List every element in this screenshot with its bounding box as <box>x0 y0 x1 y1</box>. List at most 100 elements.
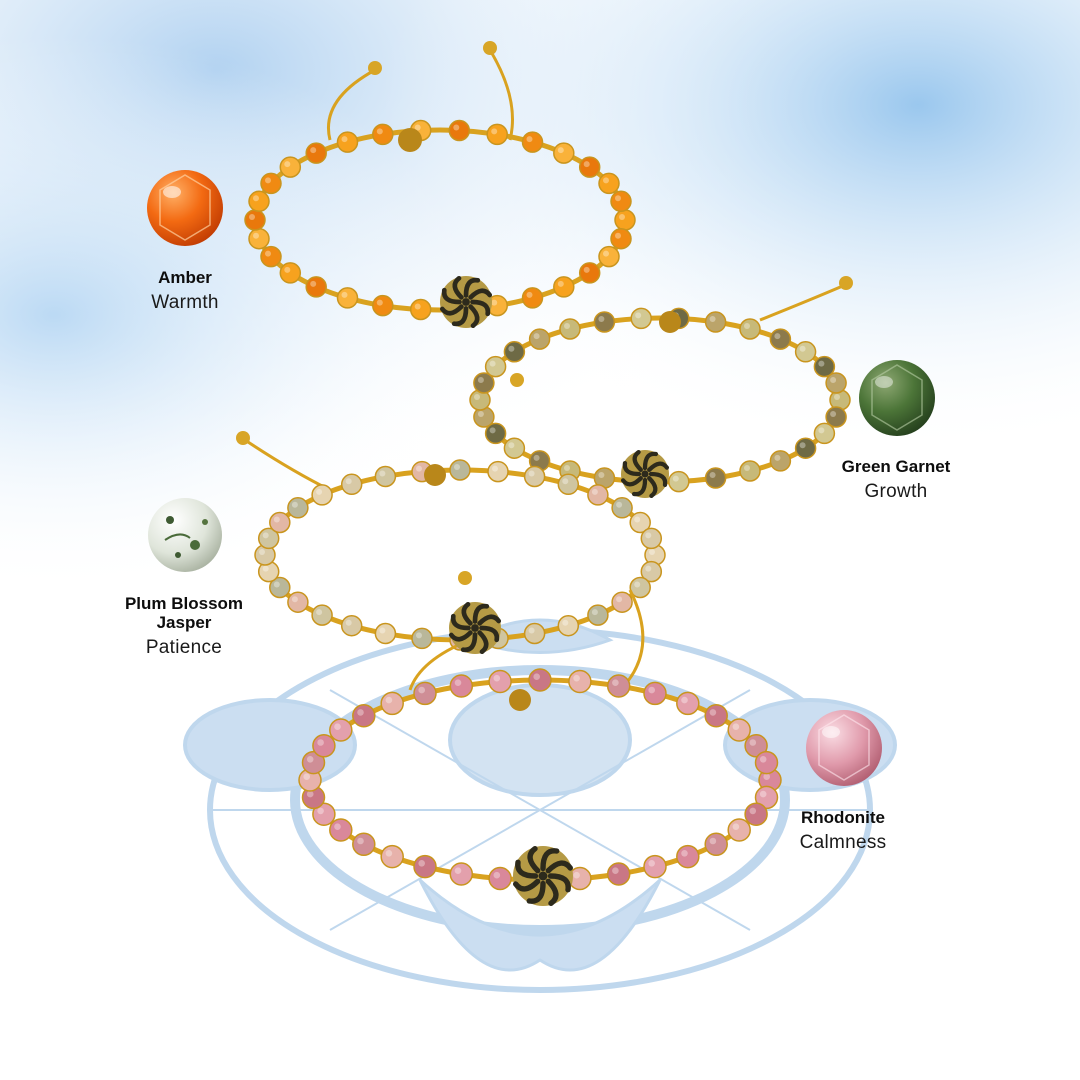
bead-highlight <box>303 773 311 780</box>
bead <box>521 131 544 153</box>
bead-highlight <box>648 860 655 867</box>
bead <box>523 622 546 645</box>
bead <box>340 473 363 496</box>
bead <box>279 156 302 178</box>
bead <box>312 802 336 826</box>
rhodonite-bracelet <box>298 589 782 892</box>
bead-highlight <box>744 465 750 471</box>
bead-highlight <box>648 686 655 694</box>
bead <box>557 614 580 637</box>
bead <box>305 142 327 164</box>
bead-highlight <box>583 161 590 168</box>
bead <box>643 854 667 879</box>
amber-meaning: Warmth <box>151 292 219 313</box>
bead-highlight <box>345 478 352 485</box>
bead-highlight <box>612 867 619 874</box>
rhodonite-label: Rhodonite Calmness <box>763 808 923 855</box>
bead-highlight <box>273 581 280 588</box>
green-garnet-name: Green Garnet <box>841 457 951 476</box>
bead-highlight <box>454 867 462 874</box>
rhodonite-name: Rhodonite <box>800 808 886 827</box>
bead <box>503 437 526 459</box>
bead <box>372 123 394 146</box>
bead-highlight <box>645 565 652 572</box>
sun-charm-icon <box>448 601 502 655</box>
bead-highlight <box>265 250 271 257</box>
bead-highlight <box>799 442 806 449</box>
bead <box>260 245 282 268</box>
bead <box>769 450 792 472</box>
bead <box>448 119 471 142</box>
bead <box>614 209 636 231</box>
bead <box>521 287 544 309</box>
bead-highlight <box>818 360 825 367</box>
bead <box>727 818 751 842</box>
bead <box>484 355 507 378</box>
bead <box>248 227 270 250</box>
bead-highlight <box>414 124 421 131</box>
bead-highlight <box>744 323 750 329</box>
bead <box>374 465 397 488</box>
bead-highlight <box>249 214 255 220</box>
bead-highlight <box>310 147 317 154</box>
bead <box>630 307 652 330</box>
bead-highlight <box>615 232 621 239</box>
bead-highlight <box>830 411 837 417</box>
bead-highlight <box>598 472 605 478</box>
bead-highlight <box>379 627 386 634</box>
bead-highlight <box>493 674 501 682</box>
bead-highlight <box>357 709 364 716</box>
bead-highlight <box>491 128 498 135</box>
green-garnet-label: Green Garnet Growth <box>816 457 976 504</box>
bead <box>557 473 580 496</box>
bead-highlight <box>603 250 609 257</box>
amber-bead-icon <box>147 170 223 246</box>
bead-highlight <box>262 565 269 572</box>
bead-highlight <box>418 860 426 867</box>
bead <box>611 497 633 519</box>
bead-highlight <box>379 470 386 477</box>
bead <box>794 437 817 459</box>
bead <box>739 318 761 340</box>
bead-highlight <box>317 807 324 815</box>
bead-highlight <box>603 177 609 184</box>
plum-blossom-jasper-meaning: Patience <box>145 637 223 658</box>
bead <box>311 604 333 626</box>
bead <box>413 681 437 706</box>
bead-highlight <box>284 266 291 273</box>
bead-highlight <box>557 280 564 287</box>
bead <box>606 674 631 698</box>
bead <box>629 511 651 534</box>
bead <box>484 422 507 445</box>
bead <box>269 576 291 599</box>
bead-highlight <box>306 790 314 798</box>
bead-highlight <box>533 333 540 340</box>
bead-highlight <box>830 377 837 383</box>
bead-highlight <box>672 475 679 482</box>
bead-highlight <box>709 709 717 716</box>
bead-highlight <box>253 195 259 202</box>
bead-highlight <box>385 696 393 704</box>
bead <box>593 311 616 333</box>
bead <box>411 627 433 650</box>
bead-highlight <box>564 465 570 471</box>
bead <box>449 862 474 886</box>
bead-highlight <box>418 686 426 694</box>
bead-highlight <box>583 266 590 273</box>
bead-highlight <box>508 442 515 449</box>
bead <box>311 484 333 506</box>
bead-highlight <box>732 823 740 830</box>
bead-highlight <box>489 360 496 367</box>
bead-highlight <box>414 303 421 310</box>
bead-highlight <box>489 427 496 434</box>
plum-blossom-jasper-name: Plum Blossom Jasper <box>124 594 244 632</box>
bead <box>553 142 575 164</box>
bead <box>754 785 779 810</box>
bead-highlight <box>453 124 460 131</box>
plum-blossom-jasper-label: Plum Blossom Jasper Patience <box>114 594 254 660</box>
bead <box>704 311 727 333</box>
bead <box>340 614 363 637</box>
bead <box>449 674 474 698</box>
bead <box>553 276 575 298</box>
bead <box>727 718 751 742</box>
